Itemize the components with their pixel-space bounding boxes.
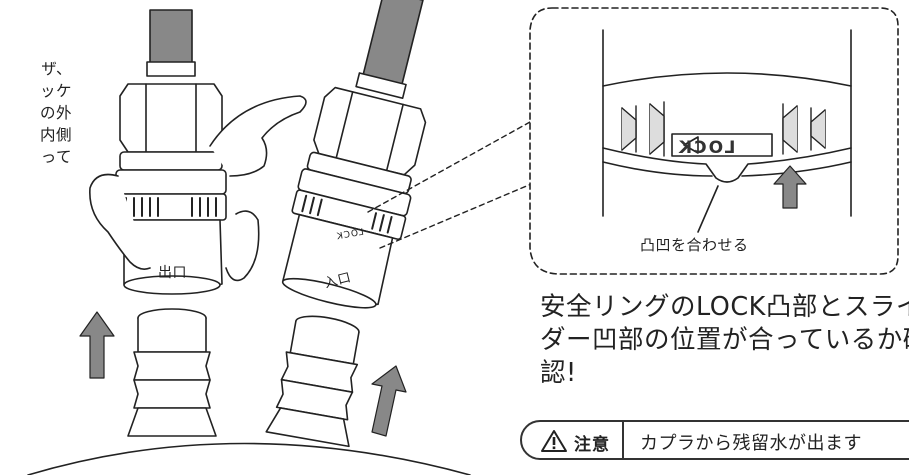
caution-note: 注意 カプラから残留水が出ます <box>520 420 909 460</box>
left-plug <box>127 308 217 437</box>
align-instruction-label: 凸凹を合わせる <box>640 236 749 254</box>
tank-outline <box>27 442 471 475</box>
outlet-label: 出口 <box>158 265 187 281</box>
up-arrow-icon <box>371 365 407 437</box>
caution-label: 注意 <box>574 435 610 455</box>
note-divider <box>622 422 624 460</box>
caution-note-clip: 注意 カプラから残留水が出ます <box>520 420 909 468</box>
caption-clip: 安全リングのLOCK凸部とスライ ダー凹部の位置が合っているか確 認! <box>500 283 909 383</box>
warning-triangle-icon <box>541 430 567 452</box>
caption-line: 認! <box>540 358 577 383</box>
left-instruction-clip: ザ、 ッケ の外 内側 って <box>0 58 72 218</box>
inlet-coupler <box>281 0 427 309</box>
lock-marking: LOCK <box>677 138 736 158</box>
caption-line: 安全リングのLOCK凸部とスライ <box>540 292 909 322</box>
up-arrow-icon <box>773 165 807 209</box>
left-text-line: ザ、 <box>41 60 72 78</box>
caution-text: カプラから残留水が出ます <box>640 433 862 454</box>
outlet-coupler <box>89 9 307 295</box>
caption: 安全リングのLOCK凸部とスライ ダー凹部の位置が合っているか確 認! <box>540 291 909 383</box>
up-arrow-icon <box>79 311 115 379</box>
left-text-line: って <box>40 148 72 166</box>
caption-line: ダー凹部の位置が合っているか確 <box>540 325 909 355</box>
left-text-line: の外 <box>39 104 72 122</box>
right-plug <box>265 315 360 448</box>
left-text-line: 内側 <box>39 126 72 144</box>
detail-callout <box>529 7 899 275</box>
left-text-line: ッケ <box>39 82 72 100</box>
left-instruction-text: ザ、 ッケ の外 内側 って <box>0 58 72 168</box>
